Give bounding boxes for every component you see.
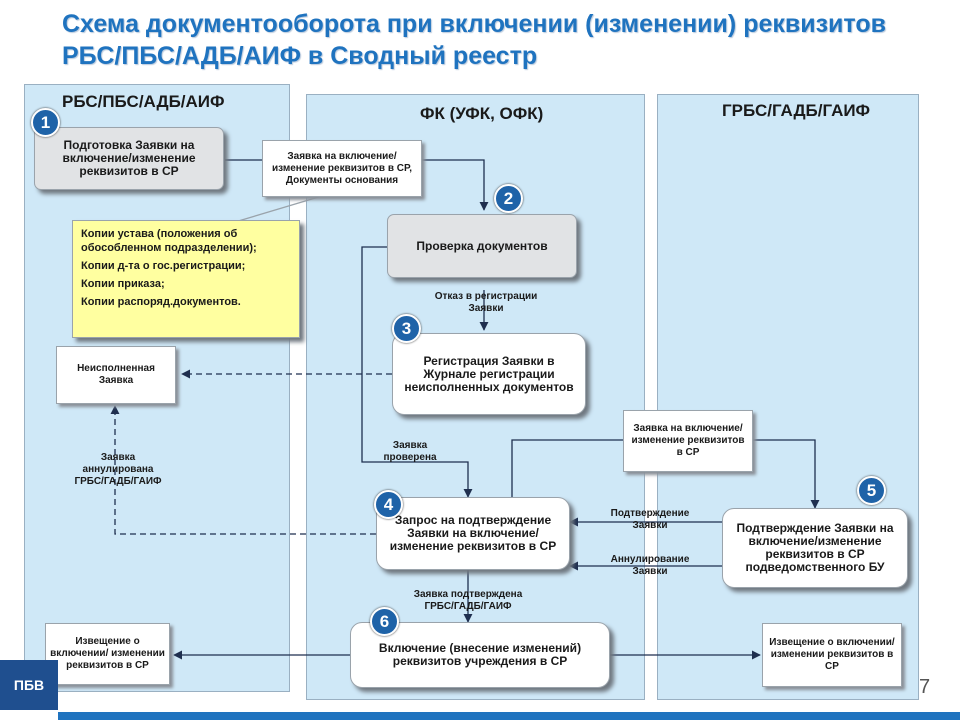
note-item: Копии приказа; <box>81 278 165 290</box>
label-confirmed: Заявка подтверждена ГРБС/ГАДБ/ГАИФ <box>413 589 523 612</box>
step-4-badge: 4 <box>374 490 403 519</box>
page-number: 7 <box>919 676 931 698</box>
step-5-badge: 5 <box>857 476 886 505</box>
label-checked: Заявка проверена <box>383 440 437 463</box>
note-item: Копии устава (положения об обособленном … <box>81 228 257 254</box>
arrow-s4-to-annulled <box>110 405 376 535</box>
lane-right-title: ГРБС/ГАДБ/ГАИФ <box>722 101 871 120</box>
step-1-box: Подготовка Заявки на включение/изменение… <box>34 127 224 190</box>
bottom-bar <box>58 712 960 720</box>
doc-zayavka-right: Заявка на включение/ изменение реквизито… <box>623 410 753 472</box>
step-1-badge: 1 <box>31 108 60 137</box>
lane-left-title: РБС/ПБС/АДБ/АИФ <box>62 92 225 111</box>
step-3-box: Регистрация Заявки в Журнале регистрации… <box>392 333 586 415</box>
lane-right <box>657 94 919 700</box>
doc-zayavka-docs: Заявка на включение/изменение реквизитов… <box>262 140 422 197</box>
step-5-box: Подтверждение Заявки на включение/измене… <box>722 508 908 588</box>
step-6-box: Включение (внесение изменений) реквизито… <box>350 622 610 688</box>
step-4-box: Запрос на подтверждение Заявки на включе… <box>376 497 570 570</box>
arrow-s2-to-s4 <box>361 246 473 498</box>
step-6-badge: 6 <box>370 607 399 636</box>
documents-note: Копии устава (положения об обособленном … <box>72 220 300 338</box>
step-3-badge: 3 <box>392 314 421 343</box>
step-2-badge: 2 <box>494 184 523 213</box>
label-annul: Аннулирование Заявки <box>610 554 690 577</box>
doc-notice-right: Извещение о включении/ изменении реквизи… <box>762 623 902 687</box>
step-2-box: Проверка документов <box>387 214 577 278</box>
doc-notice-left: Извещение о включении/ изменении реквизи… <box>45 623 170 685</box>
note-item: Копии распоряд.документов. <box>81 296 241 308</box>
company-logo: ПБВ <box>0 660 58 710</box>
callout-leader <box>234 195 323 223</box>
label-annulled: Заявка аннулирована ГРБС/ГАДБ/ГАИФ <box>74 452 162 487</box>
note-item: Копии д-та о гос.регистрации; <box>81 260 246 272</box>
page-title: Схема документооборота при включении (из… <box>62 10 886 70</box>
label-refusal: Отказ в регистрации Заявки <box>434 291 538 314</box>
label-confirm: Подтверждение Заявки <box>610 508 690 531</box>
lane-middle-title: ФК (УФК, ОФК) <box>420 104 544 123</box>
doc-unfulfilled-zayavka: Неисполненная Заявка <box>56 346 176 404</box>
